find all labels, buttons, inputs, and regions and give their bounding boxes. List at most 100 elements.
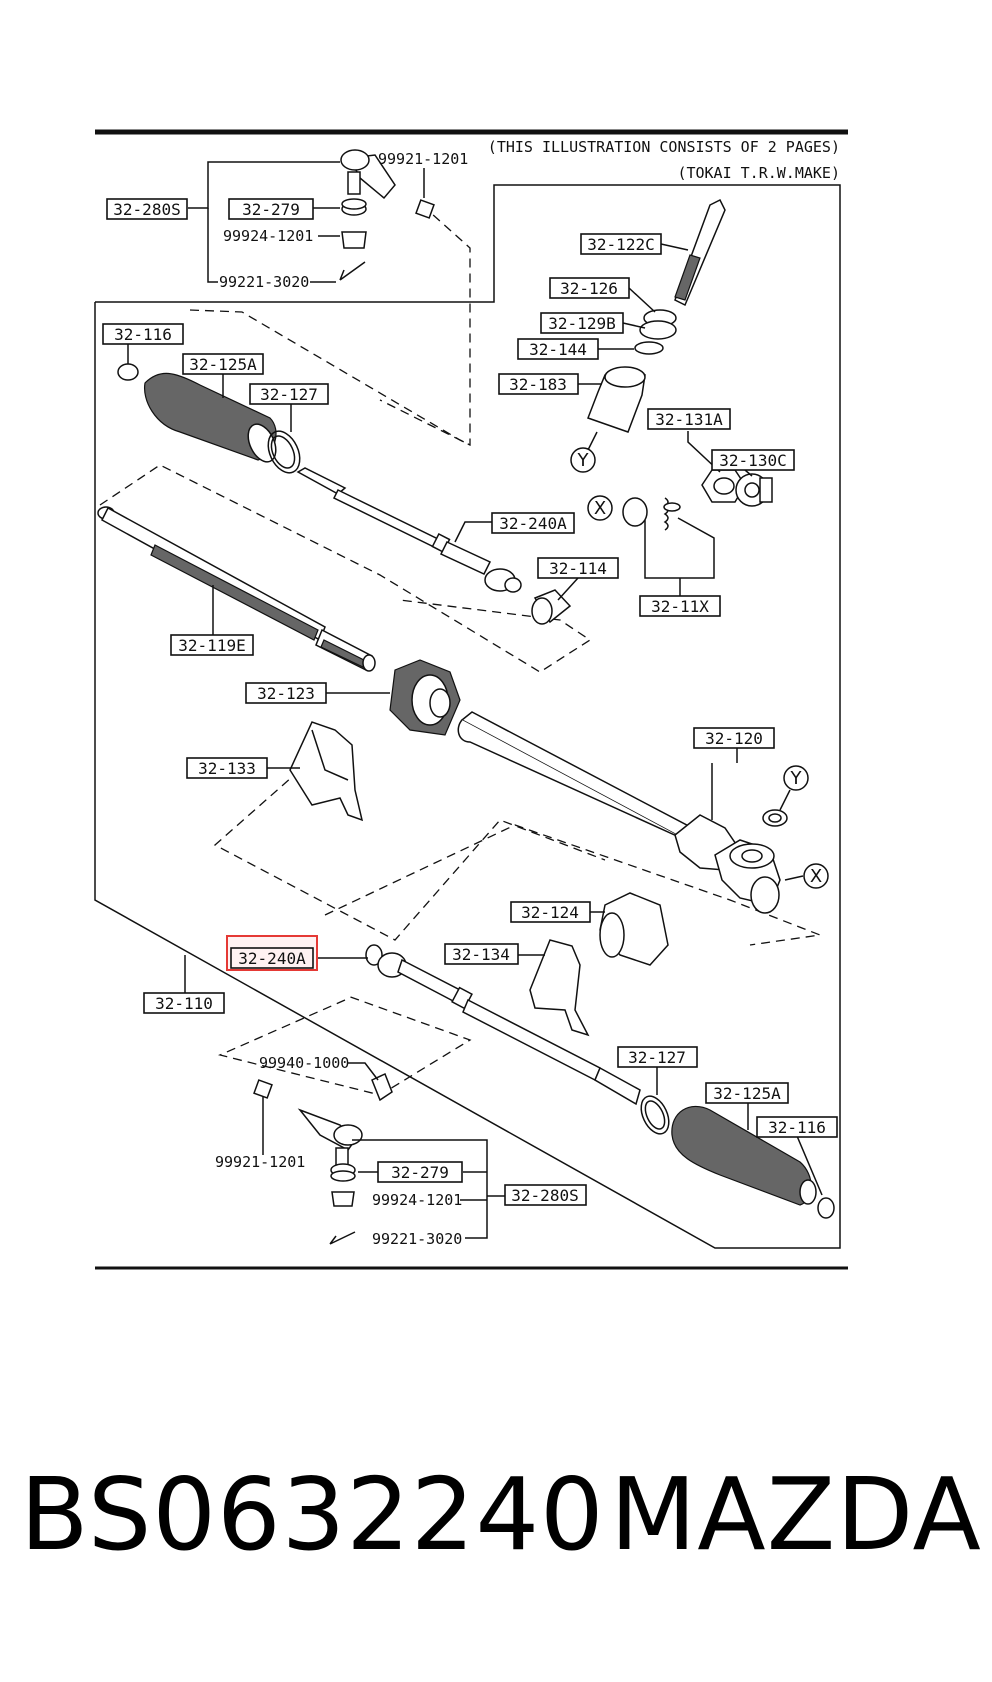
svg-text:X: X <box>810 866 822 887</box>
svg-text:32-122C: 32-122C <box>587 235 654 254</box>
rack <box>97 506 376 672</box>
part-label-32-120[interactable]: 32-120 <box>693 727 775 749</box>
part-label-32-183[interactable]: 32-183 <box>498 373 579 395</box>
part-label-32-133[interactable]: 32-133 <box>186 757 268 779</box>
note-pages: (THIS ILLUSTRATION CONSISTS OF 2 PAGES) <box>488 138 840 156</box>
leader-240a-top <box>454 521 492 543</box>
svg-text:32-131A: 32-131A <box>655 410 723 429</box>
svg-text:32-280S: 32-280S <box>511 1186 578 1205</box>
part-99921-1201-top[interactable]: 99921-1201 <box>378 150 468 168</box>
svg-text:X: X <box>594 498 606 519</box>
part-label-32-126[interactable]: 32-126 <box>549 277 630 299</box>
svg-text:32-133: 32-133 <box>198 759 256 778</box>
part-label-32-134[interactable]: 32-134 <box>444 943 519 965</box>
svg-text:32-114: 32-114 <box>549 559 607 578</box>
clamp-134 <box>529 939 590 1037</box>
leader-126 <box>628 287 656 313</box>
pinion <box>587 198 726 433</box>
part-label-32-131a[interactable]: 32-131A <box>647 408 731 430</box>
leader-122c <box>660 243 689 251</box>
marker-y-housing: Y <box>783 765 809 791</box>
svg-text:32-279: 32-279 <box>391 1163 449 1182</box>
part-label-32-280s-bottom[interactable]: 32-280S <box>504 1184 587 1206</box>
part-99221-3020-bottom[interactable]: 99221-3020 <box>372 1230 462 1248</box>
svg-text:32-119E: 32-119E <box>178 636 245 655</box>
inner-tie-rod-top <box>296 467 522 593</box>
part-label-32-144[interactable]: 32-144 <box>517 338 599 360</box>
part-label-32-119e[interactable]: 32-119E <box>170 634 254 656</box>
part-label-32-110[interactable]: 32-110 <box>143 992 225 1014</box>
part-label-32-122c[interactable]: 32-122C <box>580 233 662 255</box>
housing <box>457 711 788 914</box>
clamp-133 <box>289 721 364 822</box>
mount-124 <box>599 892 669 966</box>
svg-text:32-127: 32-127 <box>260 385 318 404</box>
svg-text:Y: Y <box>577 450 590 471</box>
leader-130c <box>744 469 753 477</box>
svg-text:32-144: 32-144 <box>529 340 587 359</box>
tie-rod-end-bottom <box>253 1072 393 1245</box>
part-label-32-240a-top[interactable]: 32-240A <box>491 512 575 534</box>
part-label-32-240a-selected[interactable]: 32-240A <box>226 935 318 971</box>
svg-text:32-116: 32-116 <box>114 325 172 344</box>
parts-diagram: (THIS ILLUSTRATION CONSISTS OF 2 PAGES) … <box>94 129 848 1270</box>
part-label-32-124[interactable]: 32-124 <box>510 901 591 923</box>
svg-text:Y: Y <box>790 768 803 789</box>
svg-text:32-125A: 32-125A <box>189 355 257 374</box>
part-label-32-280s-top[interactable]: 32-280S <box>106 198 188 220</box>
part-99221-3020-top[interactable]: 99221-3020 <box>219 273 309 291</box>
marker-y-pinion: Y <box>570 447 596 473</box>
part-number-caption: BS0632240 <box>20 1456 605 1573</box>
brand-caption: MAZDA <box>610 1456 982 1573</box>
svg-text:32-130C: 32-130C <box>719 451 786 470</box>
svg-text:32-126: 32-126 <box>560 279 618 298</box>
leader-99221-top <box>207 208 218 283</box>
leader-280s-bot <box>352 1139 488 1239</box>
marker-x-yoke: X <box>587 495 613 521</box>
svg-text:32-280S: 32-280S <box>113 200 180 219</box>
tie-rod-end-top <box>339 149 435 281</box>
part-99924-1201-bottom[interactable]: 99924-1201 <box>372 1191 462 1209</box>
dashed-group-bushing <box>217 994 472 1096</box>
note-make: (TOKAI T.R.W.MAKE) <box>677 164 840 182</box>
part-label-32-279-bottom[interactable]: 32-279 <box>377 1161 463 1183</box>
leader-11x <box>644 517 715 579</box>
svg-text:32-123: 32-123 <box>257 684 315 703</box>
part-99921-1201-bottom[interactable]: 99921-1201 <box>215 1153 305 1171</box>
svg-text:32-127: 32-127 <box>628 1048 686 1067</box>
part-99924-1201-top[interactable]: 99924-1201 <box>223 227 313 245</box>
part-label-32-130c[interactable]: 32-130C <box>711 449 795 471</box>
svg-text:32-116: 32-116 <box>768 1118 826 1137</box>
leader-y-housing <box>779 789 791 811</box>
part-label-32-127-bottom[interactable]: 32-127 <box>617 1046 698 1068</box>
leader-99940 <box>348 1062 379 1081</box>
part-label-32-125a-bottom[interactable]: 32-125A <box>705 1082 789 1104</box>
part-label-32-127-top[interactable]: 32-127 <box>249 383 329 405</box>
boot-bottom <box>640 1095 835 1219</box>
svg-text:32-110: 32-110 <box>155 994 213 1013</box>
dashed-group-rack <box>99 464 592 673</box>
footer: BS0632240 MAZDA <box>0 1440 992 1590</box>
mount-123 <box>389 659 461 736</box>
assembly-outline <box>94 184 841 1249</box>
part-label-32-129b[interactable]: 32-129B <box>540 312 624 334</box>
part-label-32-116-top[interactable]: 32-116 <box>102 323 184 345</box>
inner-tie-rod-bottom <box>365 944 641 1106</box>
part-label-32-11x[interactable]: 32-11X <box>639 595 721 617</box>
leader-129b <box>622 322 646 329</box>
part-99940-1000[interactable]: 99940-1000 <box>259 1054 349 1072</box>
part-label-32-125a-top[interactable]: 32-125A <box>182 353 264 375</box>
svg-text:32-240A: 32-240A <box>499 514 567 533</box>
marker-x-housing: X <box>803 863 829 889</box>
dashed-group-clamp <box>213 769 606 941</box>
yoke-plug <box>701 469 773 507</box>
dashed-group-tie-end-top <box>379 204 471 447</box>
svg-text:32-279: 32-279 <box>242 200 300 219</box>
boot-top <box>117 363 301 474</box>
part-label-32-123[interactable]: 32-123 <box>245 682 327 704</box>
svg-text:32-11X: 32-11X <box>651 597 709 616</box>
part-label-32-114[interactable]: 32-114 <box>537 557 619 579</box>
part-label-32-116-bottom[interactable]: 32-116 <box>756 1116 838 1138</box>
part-label-32-279-top[interactable]: 32-279 <box>228 198 314 220</box>
bushing-114 <box>531 589 572 625</box>
